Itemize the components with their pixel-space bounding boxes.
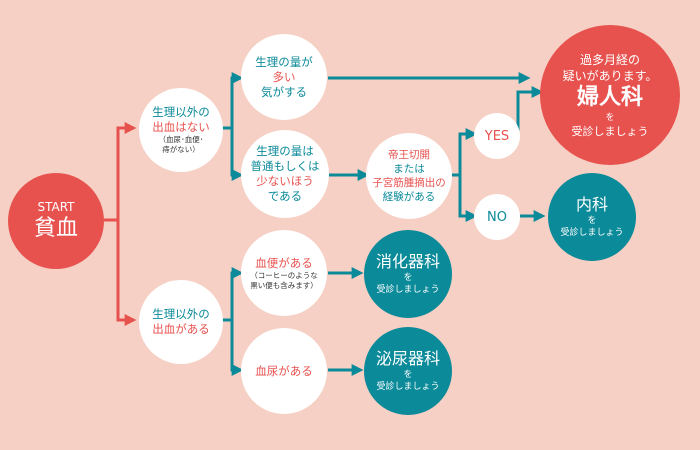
node-text-highlight: 多い bbox=[272, 69, 296, 84]
result-particle: を bbox=[403, 370, 413, 380]
no-other-bleeding-node: 生理以外の 出血はない （血尿･血便･ 痔がない） bbox=[139, 88, 223, 172]
node-text-highlight: 血尿がある bbox=[255, 363, 313, 378]
heavy-period-node: 生理の量が 多い 気がする bbox=[241, 34, 327, 120]
node-note: 痔がない） bbox=[162, 145, 200, 154]
start-title: 貧血 bbox=[33, 216, 78, 241]
node-text-highlight: 帝王切開 bbox=[388, 149, 430, 161]
bloody-stool-node: 血便がある （コーヒーのような 黒い便も含みます） bbox=[241, 230, 327, 316]
node-text: 普通もしくは bbox=[250, 159, 320, 173]
result-title: 泌尿器科 bbox=[375, 349, 440, 368]
result-particle: を bbox=[605, 112, 615, 123]
result-text: 過多月経の bbox=[579, 52, 640, 67]
teal-branch-lines bbox=[222, 72, 546, 376]
node-note: （コーヒーのような bbox=[250, 270, 318, 280]
result-particle: を bbox=[403, 273, 413, 283]
node-text: 生理の量が bbox=[255, 54, 313, 69]
result-title: 消化器科 bbox=[375, 252, 440, 271]
other-bleeding-node: 生理以外の 出血がある bbox=[139, 280, 223, 364]
urology-result-node: 泌尿器科 を 受診しましょう bbox=[364, 327, 452, 415]
internal-medicine-result-node: 内科 を 受診しましょう bbox=[548, 173, 636, 261]
result-subtext: 受診しましょう bbox=[560, 228, 624, 238]
no-node: NO bbox=[474, 194, 520, 240]
bloody-urine-node: 血尿がある bbox=[241, 328, 327, 414]
gynecology-result-node: 過多月経の 疑いがあります。 婦人科 を 受診しましょう bbox=[540, 25, 680, 165]
node-text: 気がする bbox=[261, 84, 307, 99]
node-text: または bbox=[393, 163, 425, 175]
yes-label: YES bbox=[484, 128, 510, 144]
node-note: （血尿･血便･ bbox=[158, 135, 204, 144]
result-text: 疑いがあります。 bbox=[562, 68, 658, 83]
node-text-highlight: 少ないほう bbox=[256, 174, 314, 188]
no-label: NO bbox=[487, 209, 507, 225]
node-text: 経験がある bbox=[382, 191, 436, 203]
node-text: 生理の量は bbox=[256, 144, 314, 158]
result-subtext: 受診しましょう bbox=[376, 285, 440, 295]
node-text: である bbox=[267, 189, 303, 203]
node-text: 生理以外の bbox=[152, 105, 210, 119]
normal-period-node: 生理の量は 普通もしくは 少ないほう である bbox=[241, 130, 329, 218]
gastroenterology-result-node: 消化器科 を 受診しましょう bbox=[364, 230, 452, 318]
result-subtext: 受診しましょう bbox=[571, 124, 649, 138]
surgery-history-node: 帝王切開 または 子宮筋腫摘出の 経験がある bbox=[366, 133, 452, 219]
node-text-highlight: 出血はない bbox=[152, 120, 210, 134]
node-text: 生理以外の bbox=[152, 307, 210, 321]
node-text-highlight: 血便がある bbox=[255, 255, 313, 270]
result-particle: を bbox=[587, 216, 597, 226]
start-branch-lines bbox=[104, 122, 137, 326]
yes-node: YES bbox=[474, 113, 520, 159]
start-label: START bbox=[37, 200, 75, 214]
node-text-highlight: 子宮筋腫摘出の bbox=[372, 177, 446, 189]
node-text-highlight: 出血がある bbox=[152, 322, 210, 336]
start-node: START 貧血 bbox=[8, 173, 104, 269]
result-title: 婦人科 bbox=[576, 84, 643, 110]
result-subtext: 受診しましょう bbox=[376, 382, 440, 392]
result-title: 内科 bbox=[575, 195, 608, 214]
node-note: 黒い便も含みます） bbox=[250, 280, 318, 290]
